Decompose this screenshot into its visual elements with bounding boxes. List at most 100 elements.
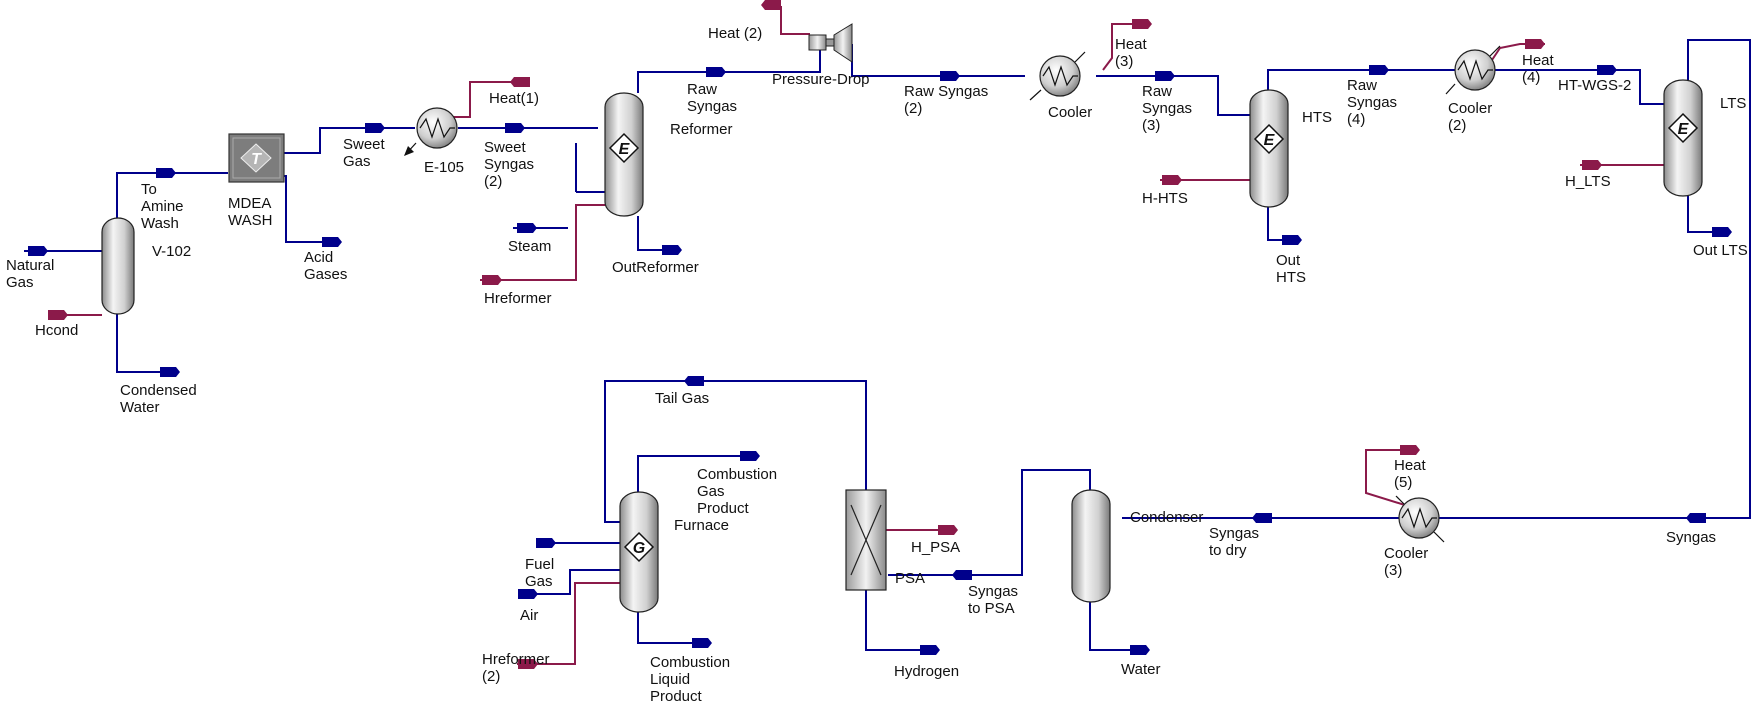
raw-syngas-label-1: Raw bbox=[687, 81, 717, 98]
hydrogen-label: Hydrogen bbox=[894, 663, 959, 680]
arrow-hreformer2 bbox=[518, 659, 538, 669]
arrow-h-hts bbox=[1162, 175, 1182, 185]
e-105-arrow-icon bbox=[404, 146, 414, 156]
natural-gas-label-1: Natural bbox=[6, 257, 54, 274]
arrow-syngas-to-psa bbox=[952, 570, 972, 580]
syngas-to-dry-label-1: Syngas bbox=[1209, 525, 1259, 542]
arrow-steam bbox=[517, 223, 537, 233]
cooler-unit[interactable] bbox=[1029, 51, 1086, 101]
syngas-label: Syngas bbox=[1666, 529, 1716, 546]
syngas-to-psa-label-1: Syngas bbox=[968, 583, 1018, 600]
hreformer-label: Hreformer bbox=[484, 290, 552, 307]
arrow-natural-gas bbox=[28, 246, 48, 256]
arrow-acid-gases bbox=[322, 237, 342, 247]
arrow-h-psa bbox=[938, 525, 958, 535]
raw-syngas4-label-1: Raw bbox=[1347, 77, 1377, 94]
condenser-vessel[interactable] bbox=[1071, 489, 1111, 603]
combustion-gas-product-label-2: Gas bbox=[697, 483, 725, 500]
psa-label: PSA bbox=[895, 570, 925, 587]
sweet-gas-label-1: Sweet bbox=[343, 136, 386, 153]
hreformer2-label-1: Hreformer bbox=[482, 651, 550, 668]
hts-vessel[interactable]: E bbox=[1249, 89, 1289, 208]
cooler-2-unit[interactable] bbox=[1445, 45, 1501, 95]
arrow-tail-gas bbox=[684, 376, 704, 386]
arrow-h-lts bbox=[1582, 160, 1602, 170]
arrow-fuel-gas bbox=[536, 538, 556, 548]
hcond-label: Hcond bbox=[35, 322, 78, 339]
out-reformer-label: OutReformer bbox=[612, 259, 699, 276]
heat4-label-2: (4) bbox=[1522, 69, 1540, 86]
heat-exchanger-e-105[interactable] bbox=[404, 107, 458, 156]
arrow-heat4 bbox=[1525, 39, 1545, 49]
acid-gases-label-1: Acid bbox=[304, 249, 333, 266]
arrow-raw-syngas2 bbox=[940, 71, 960, 81]
heat1-label: Heat(1) bbox=[489, 90, 539, 107]
hts-e-letter: E bbox=[1264, 132, 1276, 149]
mdea-wash-label-1: MDEA bbox=[228, 195, 271, 212]
cooler2-label-2: (2) bbox=[1448, 117, 1466, 134]
heat4-label-1: Heat bbox=[1522, 52, 1555, 69]
cooler-3-unit[interactable] bbox=[1395, 495, 1445, 543]
water-label: Water bbox=[1121, 661, 1160, 678]
cooler3-label-1: Cooler bbox=[1384, 545, 1428, 562]
lts-e-letter: E bbox=[1678, 121, 1690, 138]
vessel-v-102[interactable] bbox=[101, 217, 135, 315]
arrow-out-reformer bbox=[662, 245, 682, 255]
arrow-combustion-liquid bbox=[692, 638, 712, 648]
sweet-syngas2-label-3: (2) bbox=[484, 173, 502, 190]
arrow-condensed-water bbox=[160, 367, 180, 377]
lts-vessel[interactable]: E bbox=[1663, 79, 1703, 197]
condenser-label: Condenser bbox=[1130, 509, 1203, 526]
arrow-heat3 bbox=[1132, 19, 1152, 29]
furnace-g-letter: G bbox=[633, 540, 645, 557]
arrow-heat1 bbox=[510, 77, 530, 87]
heat5-label-2: (5) bbox=[1394, 474, 1412, 491]
raw-syngas2-label-1: Raw Syngas bbox=[904, 83, 988, 100]
arrow-out-hts bbox=[1282, 235, 1302, 245]
arrow-ht-wgs2 bbox=[1597, 65, 1617, 75]
acid-gases-label-2: Gases bbox=[304, 266, 347, 283]
reformer-label: Reformer bbox=[670, 121, 733, 138]
steam-label: Steam bbox=[508, 238, 551, 255]
out-hts-label-1: Out bbox=[1276, 252, 1301, 269]
sweet-syngas2-label-2: Syngas bbox=[484, 156, 534, 173]
raw-syngas4-label-2: Syngas bbox=[1347, 94, 1397, 111]
arrow-water bbox=[1130, 645, 1150, 655]
arrow-syngas bbox=[1686, 513, 1706, 523]
h-lts-label: H_LTS bbox=[1565, 173, 1611, 190]
h-hts-label: H-HTS bbox=[1142, 190, 1188, 207]
sweet-syngas2-label-1: Sweet bbox=[484, 139, 527, 156]
e-105-label: E-105 bbox=[424, 159, 464, 176]
raw-syngas3-label-2: Syngas bbox=[1142, 100, 1192, 117]
arrow-hcond bbox=[48, 310, 68, 320]
reformer-e-letter: E bbox=[619, 141, 631, 158]
combustion-liquid-product-label-1: Combustion bbox=[650, 654, 730, 671]
cooler3-label-2: (3) bbox=[1384, 562, 1402, 579]
stream-arrows bbox=[28, 0, 1732, 669]
arrow-air bbox=[518, 589, 538, 599]
raw-syngas3-label-3: (3) bbox=[1142, 117, 1160, 134]
mdea-t-letter: T bbox=[251, 151, 262, 168]
condensed-water-label-2: Water bbox=[120, 399, 159, 416]
arrow-raw-syngas3 bbox=[1155, 71, 1175, 81]
arrow-heat2 bbox=[761, 0, 781, 10]
heat3-label-2: (3) bbox=[1115, 53, 1133, 70]
furnace-vessel[interactable]: G bbox=[619, 491, 659, 613]
to-amine-wash-label-2: Amine bbox=[141, 198, 184, 215]
arrow-out-lts bbox=[1712, 227, 1732, 237]
hts-label: HTS bbox=[1302, 109, 1332, 126]
natural-gas-label-2: Gas bbox=[6, 274, 34, 291]
arrow-raw-syngas bbox=[706, 67, 726, 77]
psa-unit[interactable] bbox=[845, 489, 887, 591]
pressure-drop-unit[interactable] bbox=[808, 23, 853, 63]
mdea-wash-label-2: WASH bbox=[228, 212, 272, 229]
raw-syngas3-label-1: Raw bbox=[1142, 83, 1172, 100]
mdea-wash-unit[interactable]: T bbox=[228, 133, 285, 183]
lts-label: LTS bbox=[1720, 95, 1746, 112]
to-amine-wash-label-1: To bbox=[141, 181, 157, 198]
heat2-label: Heat (2) bbox=[708, 25, 762, 42]
arrow-heat5 bbox=[1400, 445, 1420, 455]
reformer-vessel[interactable]: E bbox=[604, 92, 644, 217]
v-102-label: V-102 bbox=[152, 243, 191, 260]
